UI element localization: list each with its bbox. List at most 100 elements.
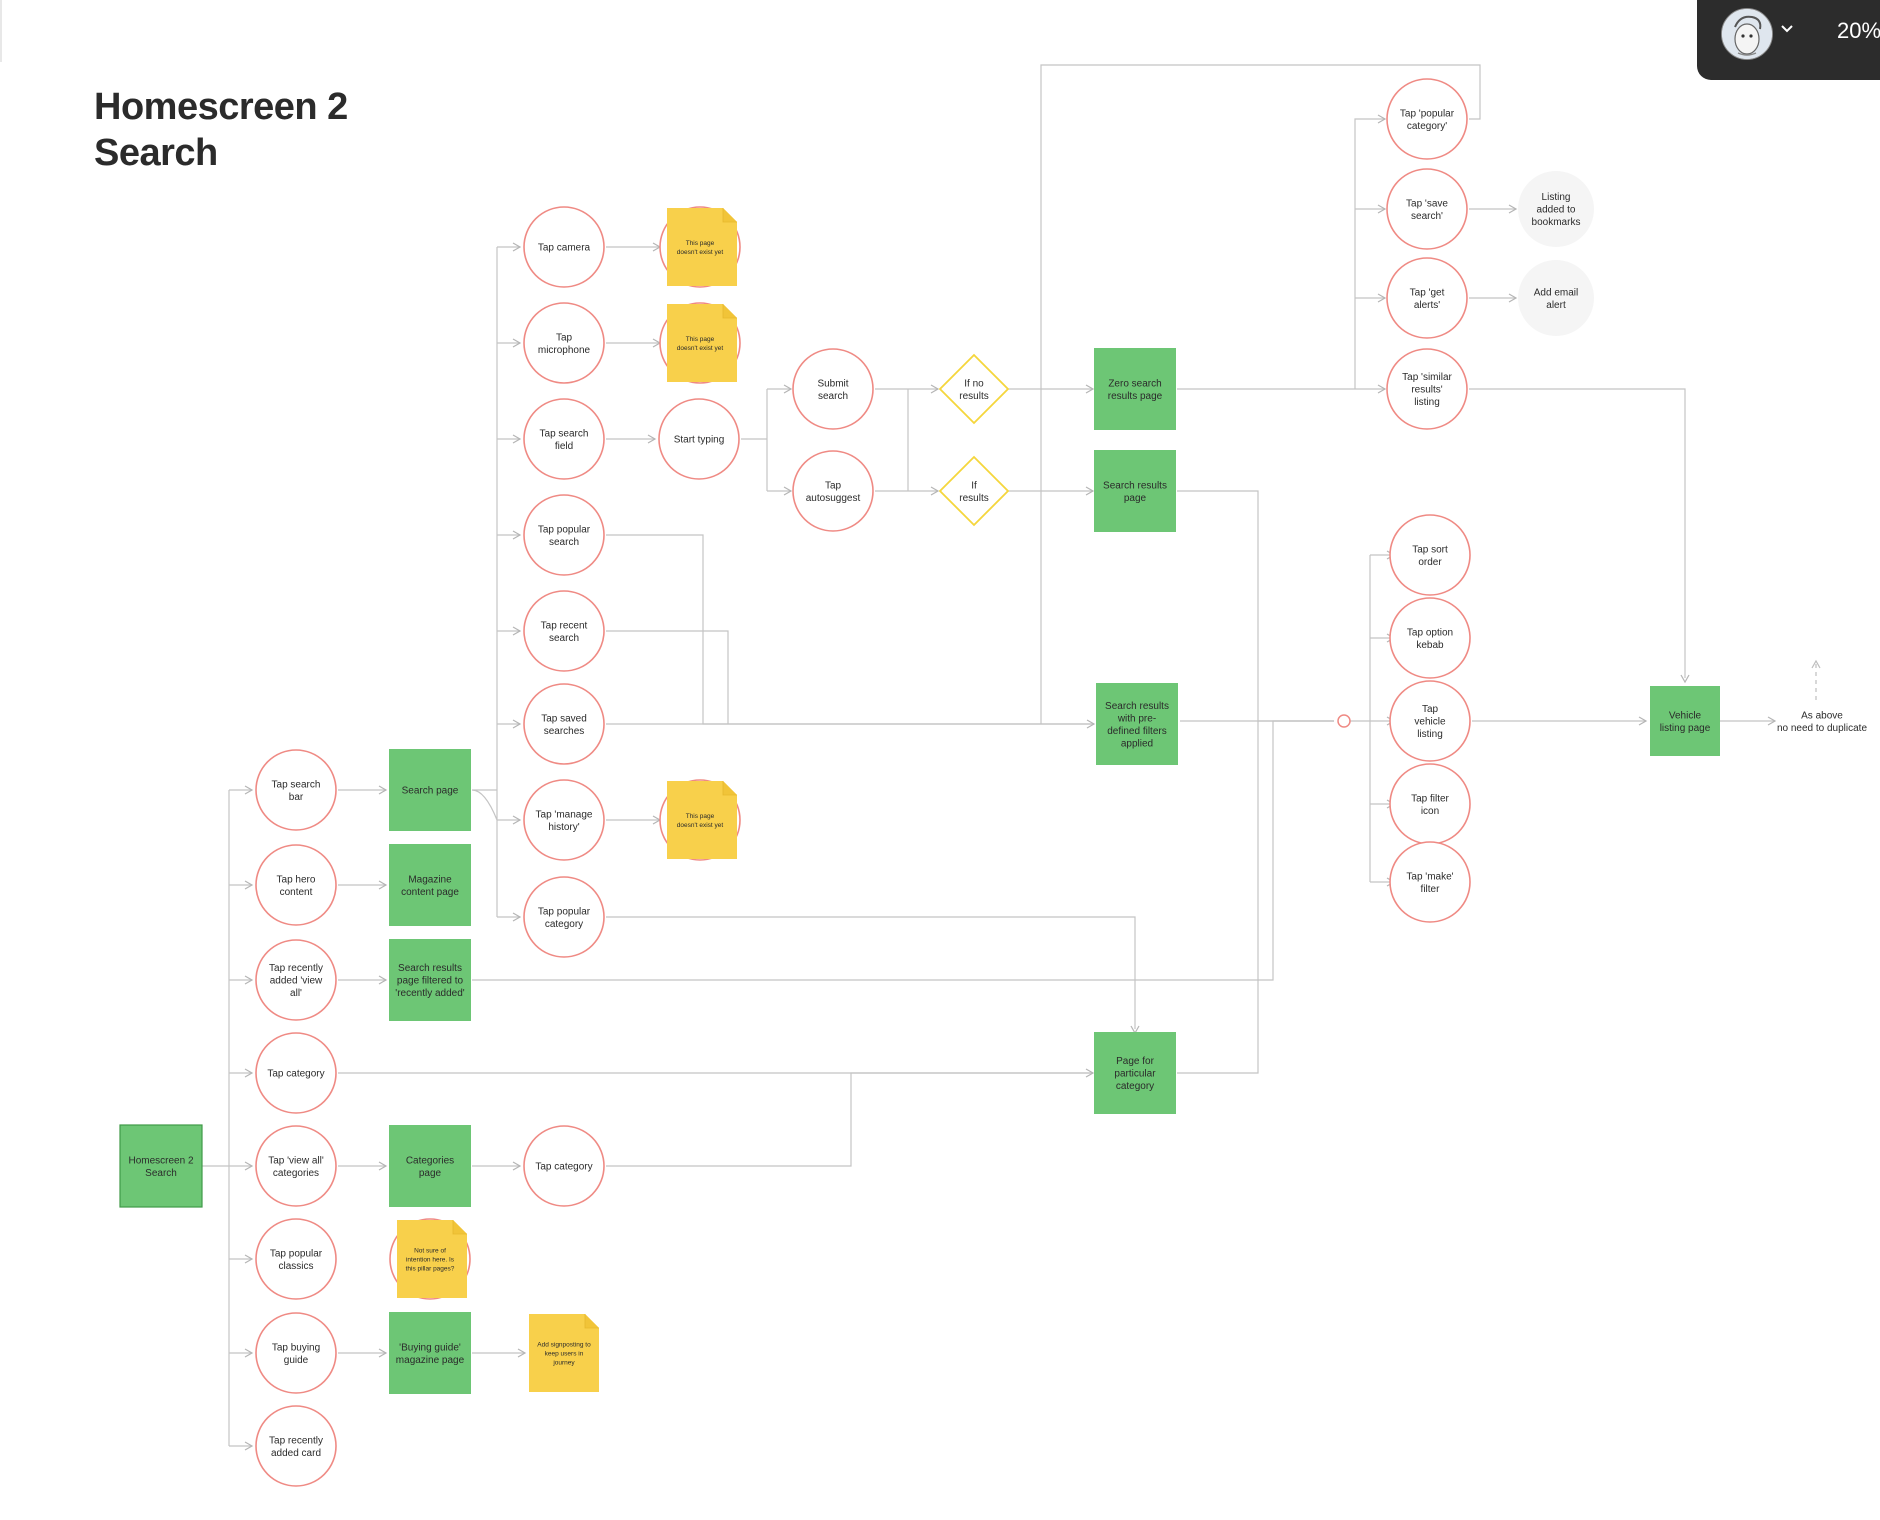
arrow-head <box>244 1254 254 1264</box>
arrow-head <box>647 434 657 444</box>
page-title-line-1: Homescreen 2 <box>94 86 348 128</box>
arrow-head <box>512 242 522 252</box>
node-action[interactable]: Tap 'view all'categories <box>255 1125 337 1207</box>
node-label: Tap category <box>535 1162 592 1173</box>
arrow-head <box>1508 293 1518 303</box>
arrow-head <box>512 719 522 729</box>
arrow-head <box>512 1161 522 1171</box>
arrow-head <box>512 530 522 540</box>
arrow-head <box>1377 384 1387 394</box>
node-page[interactable]: 'Buying guide'magazine page <box>389 1312 471 1394</box>
node-label: Start typing <box>674 435 725 446</box>
arrow-head <box>1767 716 1777 726</box>
arrow-head <box>517 1348 527 1358</box>
connector-line <box>1177 118 1385 390</box>
connector-line <box>606 630 729 724</box>
node-action[interactable]: Tap 'make'filter <box>1389 841 1471 923</box>
node-action[interactable]: Tap camera <box>523 206 605 288</box>
node-action[interactable]: Tap category <box>255 1032 337 1114</box>
arrow-head <box>512 912 522 922</box>
arrow-head <box>1377 293 1387 303</box>
arrow-head <box>783 384 793 394</box>
node-action[interactable]: Start typing <box>658 398 740 480</box>
arrow-head <box>512 815 522 825</box>
connector-line <box>472 720 1334 981</box>
connector-line <box>1346 554 1394 883</box>
avatar-icon[interactable] <box>1721 8 1773 60</box>
node-page[interactable]: Search page <box>389 749 471 831</box>
arrow-head <box>378 1161 388 1171</box>
arrow-head <box>783 486 793 496</box>
node-action[interactable]: Tap category <box>523 1125 605 1207</box>
top-right-toolbar: 20% <box>1697 0 1880 80</box>
page-title: Homescreen 2 Search <box>94 84 348 176</box>
zoom-level[interactable]: 20% <box>1837 18 1880 43</box>
arrow-head <box>930 486 940 496</box>
connector-line <box>606 1072 1093 1167</box>
chevron-down-icon[interactable] <box>1777 18 1797 38</box>
arrow-head <box>244 785 254 795</box>
arrow-head <box>1085 1068 1095 1078</box>
connector-line <box>606 534 1094 725</box>
